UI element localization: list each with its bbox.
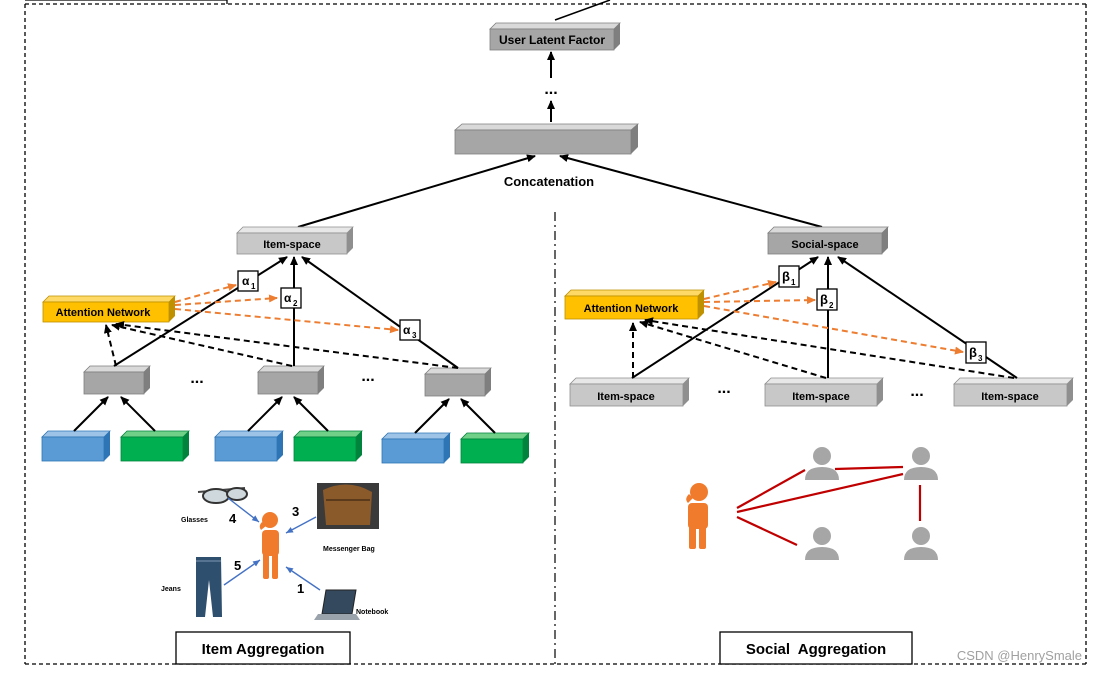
item-ellipsis-2: ... (361, 368, 374, 385)
alpha-3-label: α 3 (399, 319, 421, 341)
notebook-icon (314, 589, 360, 620)
item-embedding-green-1 (120, 430, 190, 462)
svg-text:Item-space: Item-space (981, 391, 1038, 403)
svg-text:Item Aggregation: Item Aggregation (202, 641, 325, 658)
social-space-box: Social-space (767, 226, 889, 255)
item-aggregation-caption: Item Aggregation (175, 631, 351, 665)
friend-icon-3 (805, 527, 839, 560)
edge-label-3: 3 (292, 504, 299, 519)
svg-text:3: 3 (412, 331, 417, 340)
item-embedding-blue-1 (41, 430, 111, 462)
social-user-icon (686, 483, 708, 549)
friend-icon-2 (904, 447, 938, 480)
social-attention-inputs (629, 317, 1015, 379)
item-space-box-top: Item-space (236, 226, 354, 255)
jeans-icon (196, 557, 222, 617)
svg-text:α: α (242, 274, 250, 288)
item-attention-label: Attention Network (56, 307, 152, 319)
item-embedding-arrows (73, 396, 496, 434)
svg-text:1: 1 (251, 282, 256, 291)
beta-1-label: β 1 (778, 265, 800, 288)
item-embedding-blue-3 (381, 432, 451, 464)
jeans-label: Jeans (161, 586, 181, 593)
social-ellipsis-1: ... (717, 380, 730, 397)
beta-3-label: β 3 (965, 341, 987, 364)
svg-text:2: 2 (293, 299, 298, 308)
messenger-bag-label: Messenger Bag (323, 546, 375, 553)
social-link-lines (736, 465, 922, 546)
alpha-2-label: α 2 (280, 287, 302, 309)
item-grey-box-2 (257, 365, 325, 395)
svg-text:1: 1 (791, 278, 796, 287)
social-attention-label: Attention Network (584, 303, 680, 315)
edge-label-4: 4 (229, 511, 237, 526)
glasses-icon (197, 487, 248, 504)
svg-text:2: 2 (829, 301, 834, 310)
edge-label-1: 1 (297, 581, 304, 596)
alpha-1-label: α 1 (237, 270, 259, 292)
top-ellipsis: ... (544, 81, 557, 98)
item-grey-box-3 (424, 367, 492, 397)
svg-text:Item-space: Item-space (792, 391, 849, 403)
social-item-space-1: Item-space (569, 377, 690, 407)
item-space-label: Item-space (263, 239, 320, 251)
user-icon (259, 512, 279, 579)
user-latent-factor-box: User Latent Factor (489, 22, 621, 51)
social-item-space-3: Item-space (953, 377, 1074, 407)
item-embedding-blue-2 (214, 430, 284, 462)
item-embedding-green-2 (293, 430, 363, 462)
edge-label-5: 5 (234, 558, 241, 573)
beta-2-label: β 2 (816, 288, 838, 311)
social-aggregation-caption: Social Aggregation (719, 631, 913, 665)
svg-text:β: β (782, 269, 790, 284)
svg-text:α: α (284, 291, 292, 305)
svg-text:Item-space: Item-space (597, 391, 654, 403)
social-attention-network: Attention Network (564, 289, 705, 320)
svg-text:Social Aggregation: Social Aggregation (746, 641, 886, 658)
svg-text:3: 3 (978, 354, 983, 363)
social-ellipsis-2: ... (910, 383, 923, 400)
user-latent-factor-label: User Latent Factor (499, 33, 605, 47)
messenger-bag-icon (317, 483, 379, 529)
social-attention-weights (703, 279, 964, 355)
item-attention-weights (174, 283, 399, 334)
svg-text:β: β (820, 292, 828, 307)
social-item-space-2: Item-space (764, 377, 884, 407)
concatenation-label: Concatenation (504, 174, 594, 189)
notebook-label: Notebook (356, 609, 388, 616)
svg-text:β: β (969, 345, 977, 360)
item-ellipsis-1: ... (190, 370, 203, 387)
social-illustration (686, 447, 938, 560)
item-attention-inputs (104, 321, 459, 369)
concat-box (453, 123, 640, 155)
friend-icon-4 (904, 527, 938, 560)
item-link-arrows (223, 497, 321, 591)
item-attention-network: Attention Network (42, 295, 176, 323)
item-illustration: Glasses Messenger Bag Jeans Notebook (161, 483, 388, 620)
social-space-label: Social-space (791, 239, 858, 251)
glasses-label: Glasses (181, 517, 208, 524)
watermark: CSDN @HenrySmale (957, 648, 1082, 663)
svg-text:α: α (403, 323, 411, 337)
friend-icon-1 (805, 447, 839, 480)
item-grey-box-1 (83, 365, 151, 395)
item-embedding-green-3 (460, 432, 530, 464)
